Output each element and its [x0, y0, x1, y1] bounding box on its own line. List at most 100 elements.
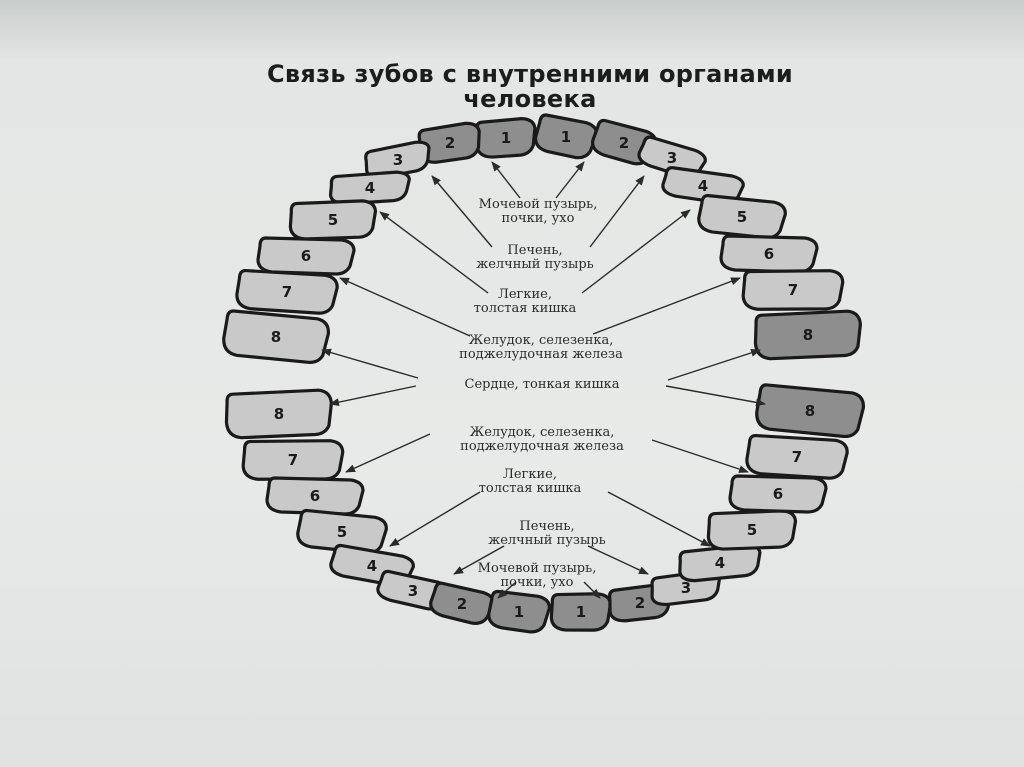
- upper-tooth-left-3: 3: [364, 140, 431, 180]
- tooth-number: 3: [408, 582, 418, 600]
- title-line-2: человека: [463, 85, 597, 113]
- tooth-shape: [256, 236, 356, 276]
- tooth-number: 2: [635, 594, 645, 612]
- tooth-shape: [487, 589, 551, 634]
- tooth-shape: [328, 170, 411, 206]
- tooth-shape: [741, 269, 845, 311]
- connector-arrow-10: [667, 348, 761, 381]
- tooth-number: 1: [561, 128, 571, 146]
- tooth-number: 4: [715, 554, 725, 572]
- upper-tooth-left-4: 4: [328, 170, 411, 206]
- connector-arrow-17: [453, 545, 505, 575]
- tooth-number: 1: [576, 603, 586, 621]
- tooth-shape: [755, 383, 865, 439]
- tooth-shape: [745, 433, 849, 480]
- tooth-number: 6: [764, 245, 774, 263]
- label-lungs-lower-line-2: толстая кишка: [479, 481, 582, 496]
- connector-arrow-18: [587, 545, 649, 575]
- lower-tooth-right-5: 5: [706, 509, 798, 551]
- tooth-number: 8: [274, 405, 284, 423]
- connector-arrow-11: [329, 385, 417, 407]
- lower-tooth-right-1: 1: [549, 592, 613, 632]
- tooth-number: 8: [803, 326, 813, 344]
- tooth-number: 8: [271, 328, 281, 346]
- tooth-number: 5: [737, 208, 747, 226]
- tooth-number: 7: [288, 451, 298, 469]
- tooth-shape: [235, 268, 339, 315]
- tooth-shape: [288, 199, 378, 241]
- tooth-number: 1: [501, 129, 511, 147]
- connector-arrow-7: [339, 277, 471, 337]
- upper-tooth-left-6: 6: [256, 236, 356, 276]
- label-stomach-lower-line-2: поджелудочная железа: [460, 439, 624, 454]
- tooth-number: 2: [457, 595, 467, 613]
- upper-tooth-right-5: 5: [697, 194, 787, 240]
- label-lungs-lower-line-1: Легкие,: [503, 467, 557, 482]
- upper-tooth-right-8: 8: [753, 309, 862, 361]
- lower-tooth-right-6: 6: [728, 474, 828, 514]
- title-line-1: Связь зубов с внутренними органами: [266, 60, 793, 88]
- tooth-number: 5: [337, 523, 347, 541]
- connector-arrow-15: [389, 491, 481, 547]
- tooth-number: 7: [788, 281, 798, 299]
- connector-arrow-8: [592, 277, 741, 335]
- label-lungs-upper-line-2: толстая кишка: [474, 301, 577, 316]
- connector-arrow-1: [491, 161, 521, 199]
- connector-arrow-19: [497, 581, 517, 599]
- label-stomach-upper-line-2: поджелудочная железа: [459, 347, 623, 362]
- connector-arrow-9: [321, 348, 419, 379]
- connector-arrow-2: [555, 161, 585, 199]
- lower-tooth-left-1: 1: [487, 589, 551, 634]
- label-liver-upper-line-1: Печень,: [507, 243, 562, 258]
- upper-tooth-left-5: 5: [288, 199, 378, 241]
- label-stomach-lower-line-1: Желудок, селезенка,: [470, 425, 615, 440]
- tooth-number: 2: [619, 134, 629, 152]
- lower-tooth-left-8: 8: [224, 388, 333, 440]
- tooth-number: 2: [445, 134, 455, 152]
- tooth-number: 7: [792, 448, 802, 466]
- tooth-number: 4: [698, 177, 708, 195]
- tooth-shape: [222, 309, 330, 364]
- arrows-layer: [321, 161, 766, 599]
- upper-tooth-right-7: 7: [741, 269, 845, 311]
- labels-layer: Мочевой пузырь,почки, ухоПечень,желчный …: [459, 197, 624, 590]
- diagram-title: Связь зубов с внутренними органами челов…: [200, 62, 860, 112]
- lower-tooth-right-8: 8: [755, 383, 865, 439]
- label-bladder-upper-line-2: почки, ухо: [502, 211, 575, 226]
- tooth-number: 4: [365, 179, 375, 197]
- lower-tooth-left-2: 2: [429, 581, 496, 625]
- tooth-number: 8: [805, 402, 815, 420]
- connector-arrow-6: [581, 209, 691, 294]
- label-stomach-upper-line-1: Желудок, селезенка,: [469, 333, 614, 348]
- tooth-number: 1: [514, 603, 524, 621]
- label-bladder-lower-line-2: почки, ухо: [501, 575, 574, 590]
- upper-tooth-right-6: 6: [719, 234, 819, 274]
- upper-tooth-left-1: 1: [474, 117, 537, 159]
- tooth-number: 3: [667, 149, 677, 167]
- upper-tooth-left-7: 7: [235, 268, 339, 315]
- lower-tooth-left-6: 6: [265, 476, 365, 516]
- lower-tooth-left-7: 7: [241, 439, 345, 481]
- label-bladder-upper-line-1: Мочевой пузырь,: [479, 197, 598, 212]
- connector-arrow-20: [583, 581, 601, 599]
- tooth-number: 6: [310, 487, 320, 505]
- tooth-shape: [224, 388, 333, 440]
- tooth-shape: [753, 309, 862, 361]
- tooth-shape: [706, 509, 798, 551]
- tooth-number: 6: [301, 247, 311, 265]
- label-bladder-lower-line-1: Мочевой пузырь,: [478, 561, 597, 576]
- tooth-number: 3: [393, 151, 403, 169]
- lower-tooth-right-7: 7: [745, 433, 849, 480]
- tooth-number: 5: [747, 521, 757, 539]
- tooth-number: 4: [367, 557, 377, 575]
- upper-tooth-left-2: 2: [417, 121, 481, 164]
- label-heart-line-1: Сердце, тонкая кишка: [465, 377, 620, 392]
- connector-arrow-12: [665, 385, 766, 407]
- label-lungs-upper-line-1: Легкие,: [498, 287, 552, 302]
- connector-arrow-14: [651, 439, 749, 473]
- upper-tooth-right-1: 1: [534, 113, 599, 160]
- connector-arrow-4: [589, 175, 645, 248]
